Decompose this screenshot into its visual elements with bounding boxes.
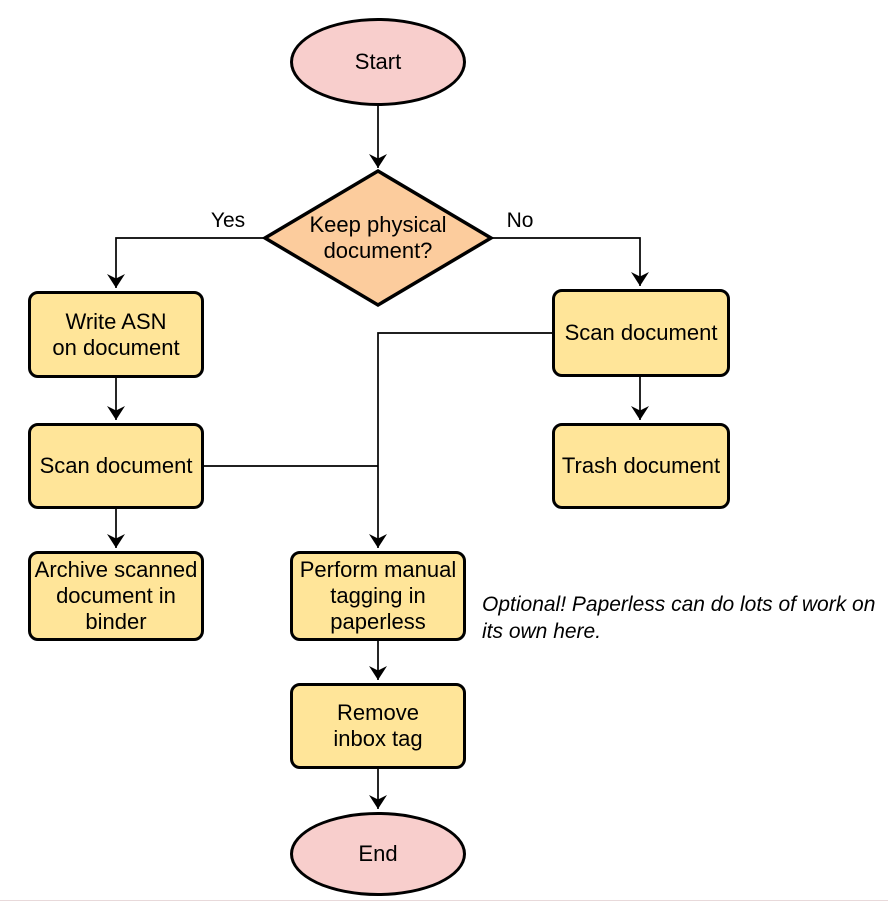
write-asn-label: Write ASN on document	[52, 308, 180, 360]
manual-tagging-label: Perform manual tagging in paperless	[299, 557, 457, 634]
decision-node-label: Keep physical document?	[309, 212, 447, 263]
edge-label-yes: Yes	[210, 209, 246, 232]
edge-scan-right-to-tagging	[369, 332, 552, 548]
remove-inbox-tag-label: Remove inbox tag	[333, 700, 423, 751]
archive-label: Archive scanned document in binder	[34, 557, 198, 634]
scan-document-left-node: Scan document	[28, 423, 204, 509]
optional-note: Optional! Paperless can do lots of work …	[482, 593, 876, 643]
decision-diamond-shape	[261, 168, 495, 308]
scan-document-right-node: Scan document	[552, 289, 730, 377]
edge-decision-yes-to-write-asn	[107, 237, 265, 288]
scan-document-right-label: Scan document	[564, 320, 718, 345]
scan-document-left-label: Scan document	[39, 453, 193, 478]
trash-document-node: Trash document	[552, 423, 730, 509]
remove-inbox-tag-node: Remove inbox tag	[290, 683, 466, 769]
start-label: Start	[354, 49, 402, 74]
edge-decision-no-to-scan-right	[491, 237, 649, 286]
manual-tagging-node: Perform manual tagging in paperless	[290, 551, 466, 641]
trash-document-label: Trash document	[561, 453, 721, 478]
end-label: End	[358, 841, 398, 866]
edge-label-no: No	[506, 209, 534, 232]
start-node: Start	[290, 18, 466, 106]
bottom-border-line	[0, 900, 888, 901]
end-node: End	[290, 812, 466, 896]
archive-node: Archive scanned document in binder	[28, 551, 204, 641]
write-asn-node: Write ASN on document	[28, 291, 204, 378]
